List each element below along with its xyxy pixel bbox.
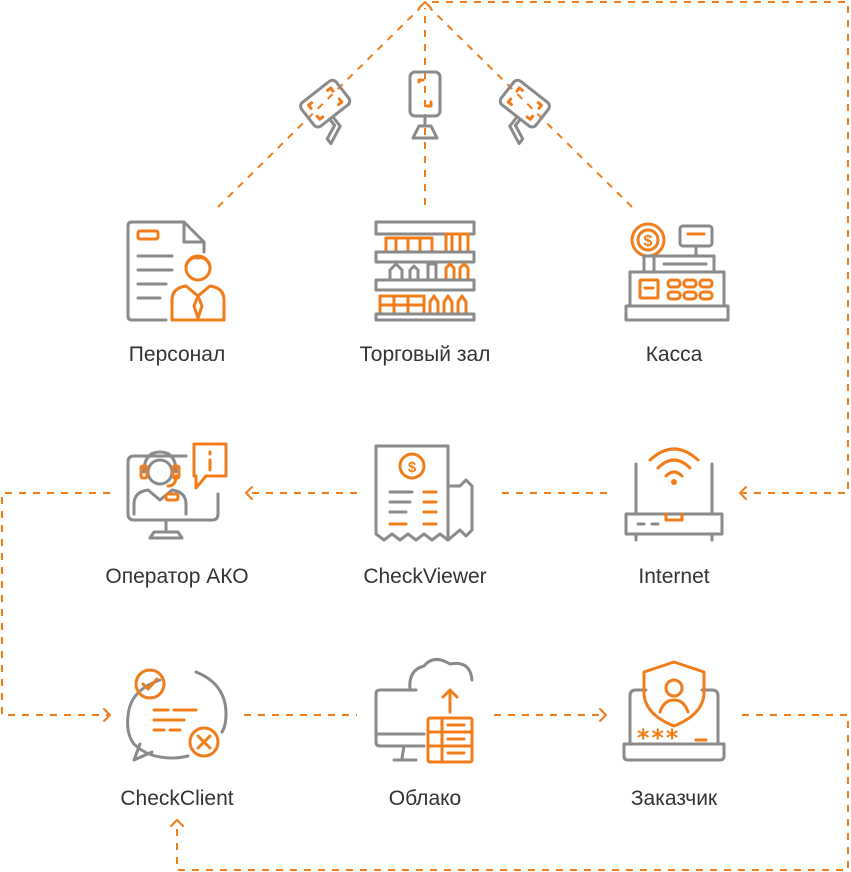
node-label-checkclient: CheckClient bbox=[120, 787, 234, 810]
node-label-checkviewer: CheckViewer bbox=[363, 565, 487, 588]
arrow-left-internet bbox=[739, 486, 747, 500]
line-customer-loop bbox=[176, 714, 849, 871]
arrow-left-operator bbox=[245, 486, 253, 500]
arrow-right-checkclient bbox=[103, 708, 111, 722]
cloud-server-icon bbox=[374, 658, 474, 764]
node-label-cloud: Облако bbox=[388, 787, 462, 810]
arrow-up-checkclient bbox=[170, 819, 184, 827]
svg-text:$: $ bbox=[644, 233, 653, 250]
node-label-cashier: Касса bbox=[645, 343, 703, 366]
camera-icon bbox=[299, 78, 352, 146]
node-label-operator: Оператор АКО bbox=[105, 565, 249, 588]
store-shelves-icon bbox=[374, 220, 476, 322]
line-top-loop bbox=[432, 1, 849, 494]
line-operator-loop bbox=[1, 492, 110, 716]
node-label-personnel: Персонал bbox=[128, 343, 226, 366]
line-personnel-to-top bbox=[217, 7, 421, 208]
node-label-sales-floor: Торговый зал bbox=[359, 343, 491, 366]
svg-text:***: *** bbox=[636, 724, 679, 752]
line-cashier-to-top bbox=[429, 7, 633, 208]
node-label-internet: Internet bbox=[638, 565, 710, 588]
chat-check-icon bbox=[126, 668, 228, 762]
receipt-icon: $ bbox=[374, 444, 474, 542]
cash-register-icon: $ bbox=[624, 222, 730, 322]
arrowheads bbox=[103, 1, 747, 827]
operator-monitor-icon bbox=[126, 442, 228, 540]
arrow-up-top bbox=[418, 1, 432, 9]
wifi-router-icon bbox=[624, 447, 724, 542]
arrow-right-customer bbox=[599, 708, 607, 722]
svg-text:$: $ bbox=[408, 459, 417, 476]
staff-document-icon bbox=[126, 220, 226, 322]
node-label-customer: Заказчик bbox=[630, 787, 718, 810]
secure-laptop-icon: *** bbox=[622, 660, 726, 762]
camera-icon bbox=[408, 70, 442, 140]
camera-icon bbox=[498, 78, 551, 146]
